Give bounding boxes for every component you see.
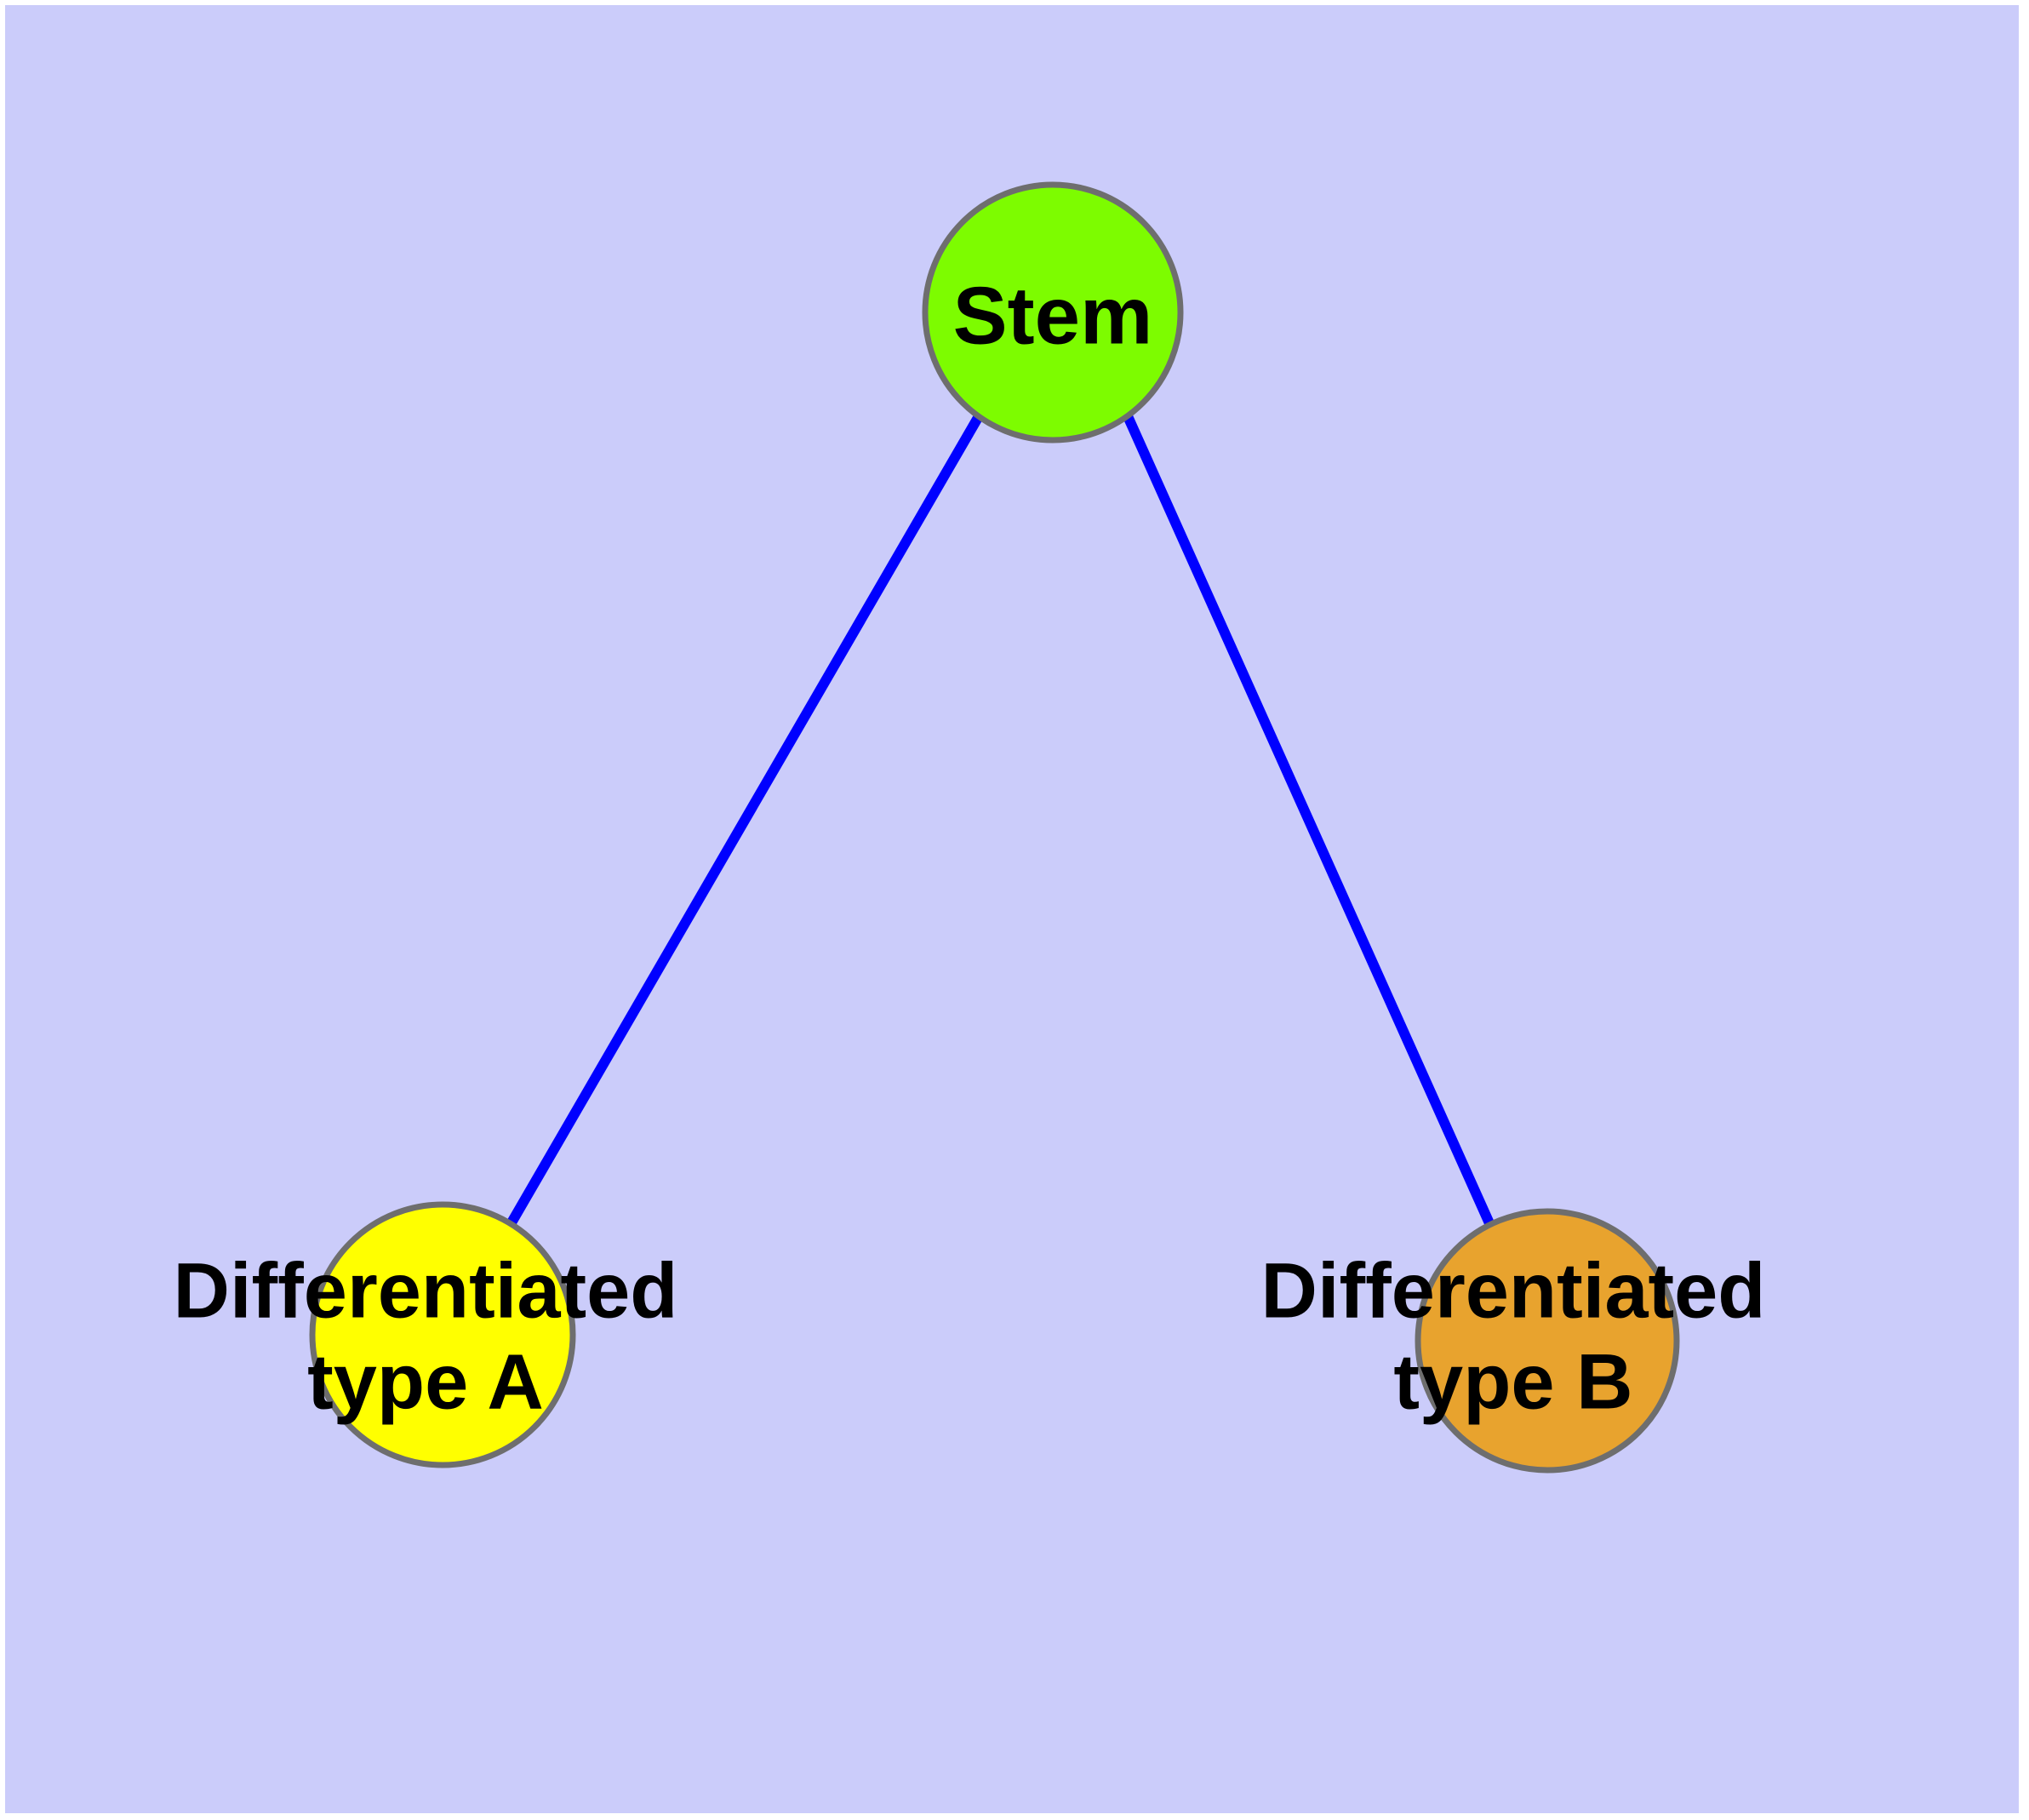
edge-stem-to-diff-b[interactable]: [1123, 414, 1495, 1226]
edge-stem-to-diff-a[interactable]: [506, 413, 984, 1228]
nodes-group: [309, 181, 1680, 1474]
node-differentiated-type-b[interactable]: [1415, 1208, 1680, 1474]
node-stem[interactable]: [922, 181, 1184, 444]
edges-group: [506, 413, 1495, 1228]
node-differentiated-type-a[interactable]: [309, 1201, 576, 1468]
